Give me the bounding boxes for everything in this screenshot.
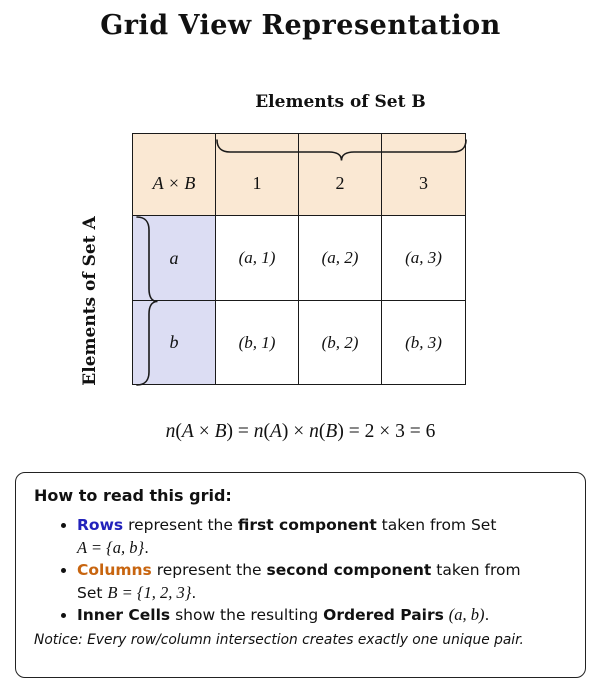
text-segment: (a, b): [448, 605, 485, 624]
text-segment: ×: [193, 421, 215, 442]
corner-cell: A × B: [133, 134, 216, 216]
text-segment: represent the: [123, 516, 238, 534]
page-title: Grid View Representation: [100, 10, 501, 41]
text-segment: .: [484, 606, 490, 624]
info-box: How to read this grid: Rows represent th…: [15, 472, 586, 678]
text-segment: B: [214, 421, 227, 442]
bullet-columns: Columns represent the second component t…: [61, 559, 565, 604]
row-label-a: a: [133, 216, 216, 301]
text-segment: B: [325, 421, 338, 442]
set-b-axis-label: Elements of Set B: [255, 92, 426, 112]
column-header-2: 2: [299, 134, 382, 216]
cell-b3: (b, 3): [382, 301, 465, 384]
text-segment: Set: [77, 583, 108, 602]
text-segment: Inner Cells: [77, 606, 171, 624]
text-segment: taken from: [431, 561, 521, 579]
cell-b1: (b, 1): [216, 301, 299, 384]
text-segment: (: [175, 421, 182, 442]
bullet-list: Rows represent the first component taken…: [34, 514, 569, 627]
bullet-inner-cells-text: Inner Cells show the resulting Ordered P…: [77, 604, 489, 627]
text-segment: A: [270, 421, 282, 442]
text-segment: first component: [237, 516, 377, 534]
text-segment: Columns: [77, 561, 152, 579]
column-header-3: 3: [382, 134, 465, 216]
text-segment: second component: [266, 561, 432, 579]
text-segment: Rows: [77, 516, 124, 534]
text-segment: (: [263, 421, 271, 442]
bullet-rows-text: Rows represent the first component taken…: [77, 514, 496, 559]
bullet-icon: [61, 613, 66, 618]
text-segment: n: [309, 421, 319, 442]
cell-a2: (a, 2): [299, 216, 382, 301]
text-segment: ) ×: [281, 421, 310, 442]
text-segment: A = {a, b}: [77, 537, 145, 557]
bullet-icon: [61, 568, 66, 573]
cell-a1: (a, 1): [216, 216, 299, 301]
text-segment: Ordered Pairs: [323, 606, 444, 624]
bullet-icon: [61, 523, 66, 528]
text-segment: ) =: [226, 421, 254, 442]
text-segment: (: [318, 421, 326, 442]
row-label-b: b: [133, 301, 216, 384]
notice-text: Notice: Every row/column intersection cr…: [34, 631, 524, 648]
text-segment: .: [191, 583, 197, 602]
text-segment: B = {1, 2, 3}: [107, 582, 192, 602]
cardinality-formula: n(A × B) = n(A) × n(B) = 2 × 3 = 6: [0, 421, 601, 443]
bullet-columns-text: Columns represent the second component t…: [77, 559, 521, 604]
text-segment: n: [165, 421, 176, 442]
text-segment: taken from Set: [376, 516, 497, 534]
bullet-rows: Rows represent the first component taken…: [61, 514, 565, 559]
text-segment: show the resulting: [170, 606, 324, 624]
text-segment: .: [144, 538, 150, 557]
text-segment: ) = 2 × 3 = 6: [337, 421, 436, 442]
text-segment: A: [181, 421, 194, 442]
text-segment: represent the: [151, 561, 267, 579]
bullet-inner-cells: Inner Cells show the resulting Ordered P…: [61, 604, 565, 627]
set-a-axis-label: Elements of Set A: [80, 216, 100, 386]
column-header-1: 1: [216, 134, 299, 216]
text-segment: n: [253, 421, 264, 442]
cell-b2: (b, 2): [299, 301, 382, 384]
info-box-heading: How to read this grid:: [34, 486, 232, 505]
cell-a3: (a, 3): [382, 216, 465, 301]
cartesian-product-table: A × B 1 2 3 a (a, 1) (a, 2) (a, 3) b (b,…: [132, 133, 467, 386]
